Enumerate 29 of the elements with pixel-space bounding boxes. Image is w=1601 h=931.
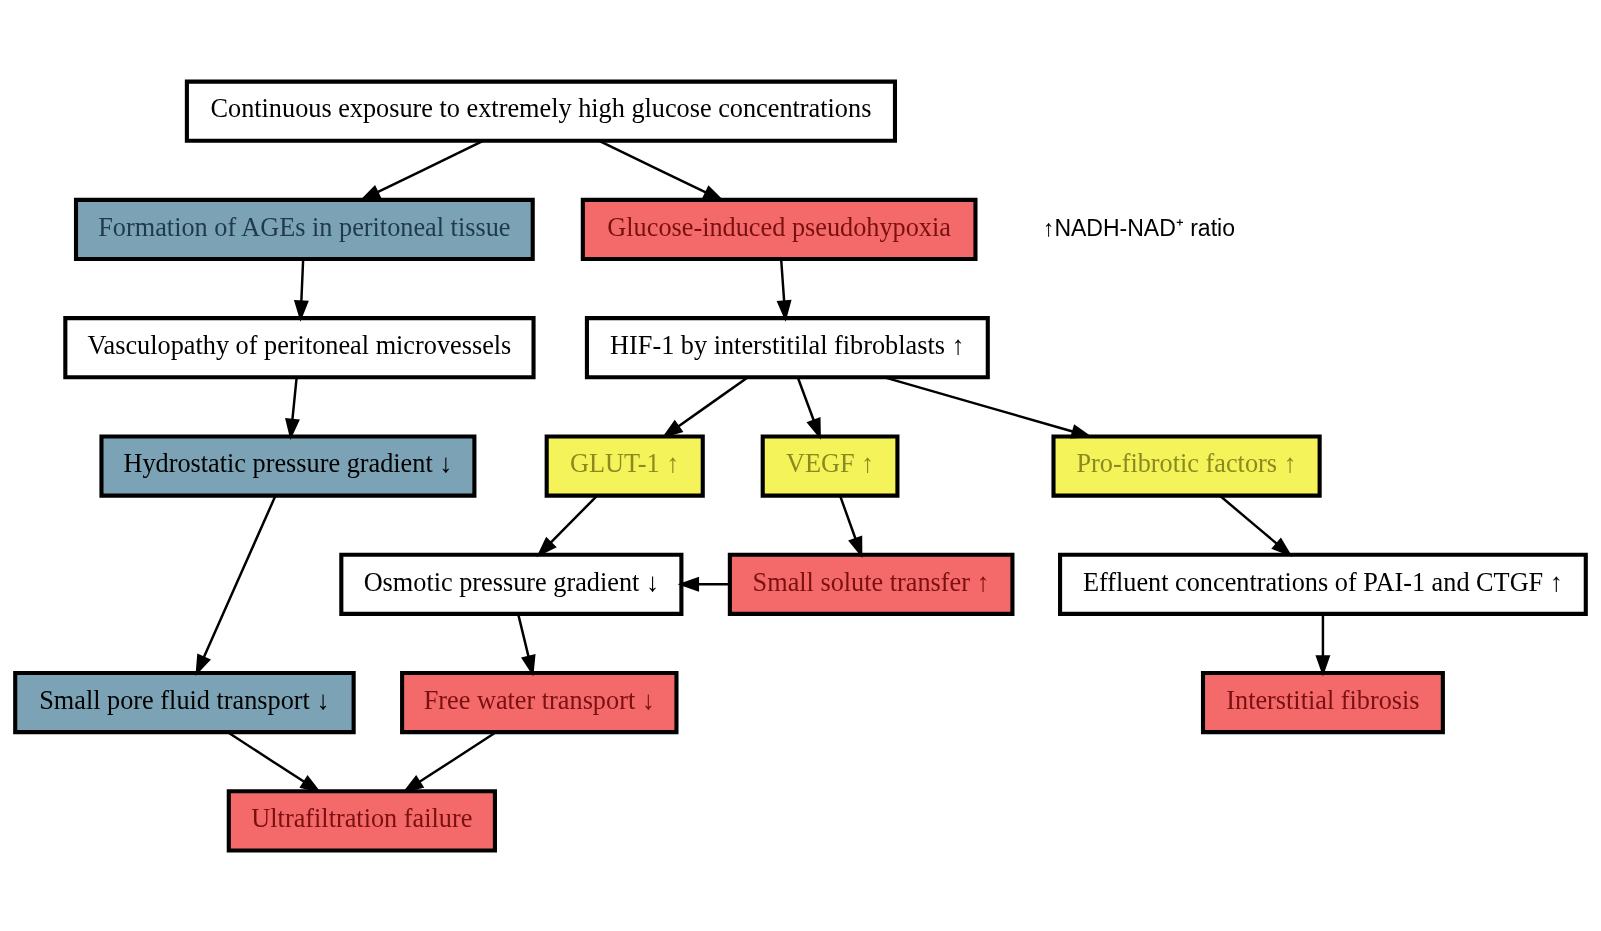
node-box: Glucose-induced pseudohypoxia xyxy=(580,197,978,261)
arrow xyxy=(796,376,821,440)
arrow xyxy=(359,139,484,201)
node-box: Ultrafiltration failure xyxy=(226,788,497,852)
node-box: VEGF ↑ xyxy=(760,433,900,498)
arrow xyxy=(776,258,792,322)
arrow xyxy=(285,377,300,440)
node-box: Free water transport ↓ xyxy=(400,670,679,734)
node-box: Pro-fibrotic factors ↑ xyxy=(1051,433,1322,498)
arrow xyxy=(195,494,277,676)
node-box: Hydrostatic pressure gradient ↓ xyxy=(99,433,477,498)
arrow xyxy=(839,495,863,558)
arrow xyxy=(677,576,730,592)
node-box: GLUT-1 ↑ xyxy=(544,433,705,498)
node-box: Small solute transfer ↑ xyxy=(727,552,1015,616)
arrow xyxy=(293,258,309,322)
node-label: ↑NADH-NAD⁺ ratio xyxy=(1042,214,1235,241)
arrow xyxy=(1219,494,1293,557)
arrow xyxy=(517,613,536,676)
node-box: Small pore fluid transport ↓ xyxy=(13,670,356,734)
node-box: Formation of AGEs in peritoneal tissue xyxy=(73,197,535,261)
node-box: Interstitial fibrosis xyxy=(1200,670,1445,734)
node-box: Continuous exposure to extremely high glucose concentrations xyxy=(184,79,897,143)
arrow xyxy=(536,494,598,557)
arrow xyxy=(1315,613,1331,677)
node-box: Osmotic pressure gradient ↓ xyxy=(339,552,684,616)
node-box: Effluent concentrations of PAI-1 and CTGF ↑ xyxy=(1058,552,1588,616)
node-box: HIF-1 by interstitilal fibroblasts ↑ xyxy=(584,315,990,379)
node-box: Vasculopathy of peritoneal microvessels xyxy=(63,315,536,379)
